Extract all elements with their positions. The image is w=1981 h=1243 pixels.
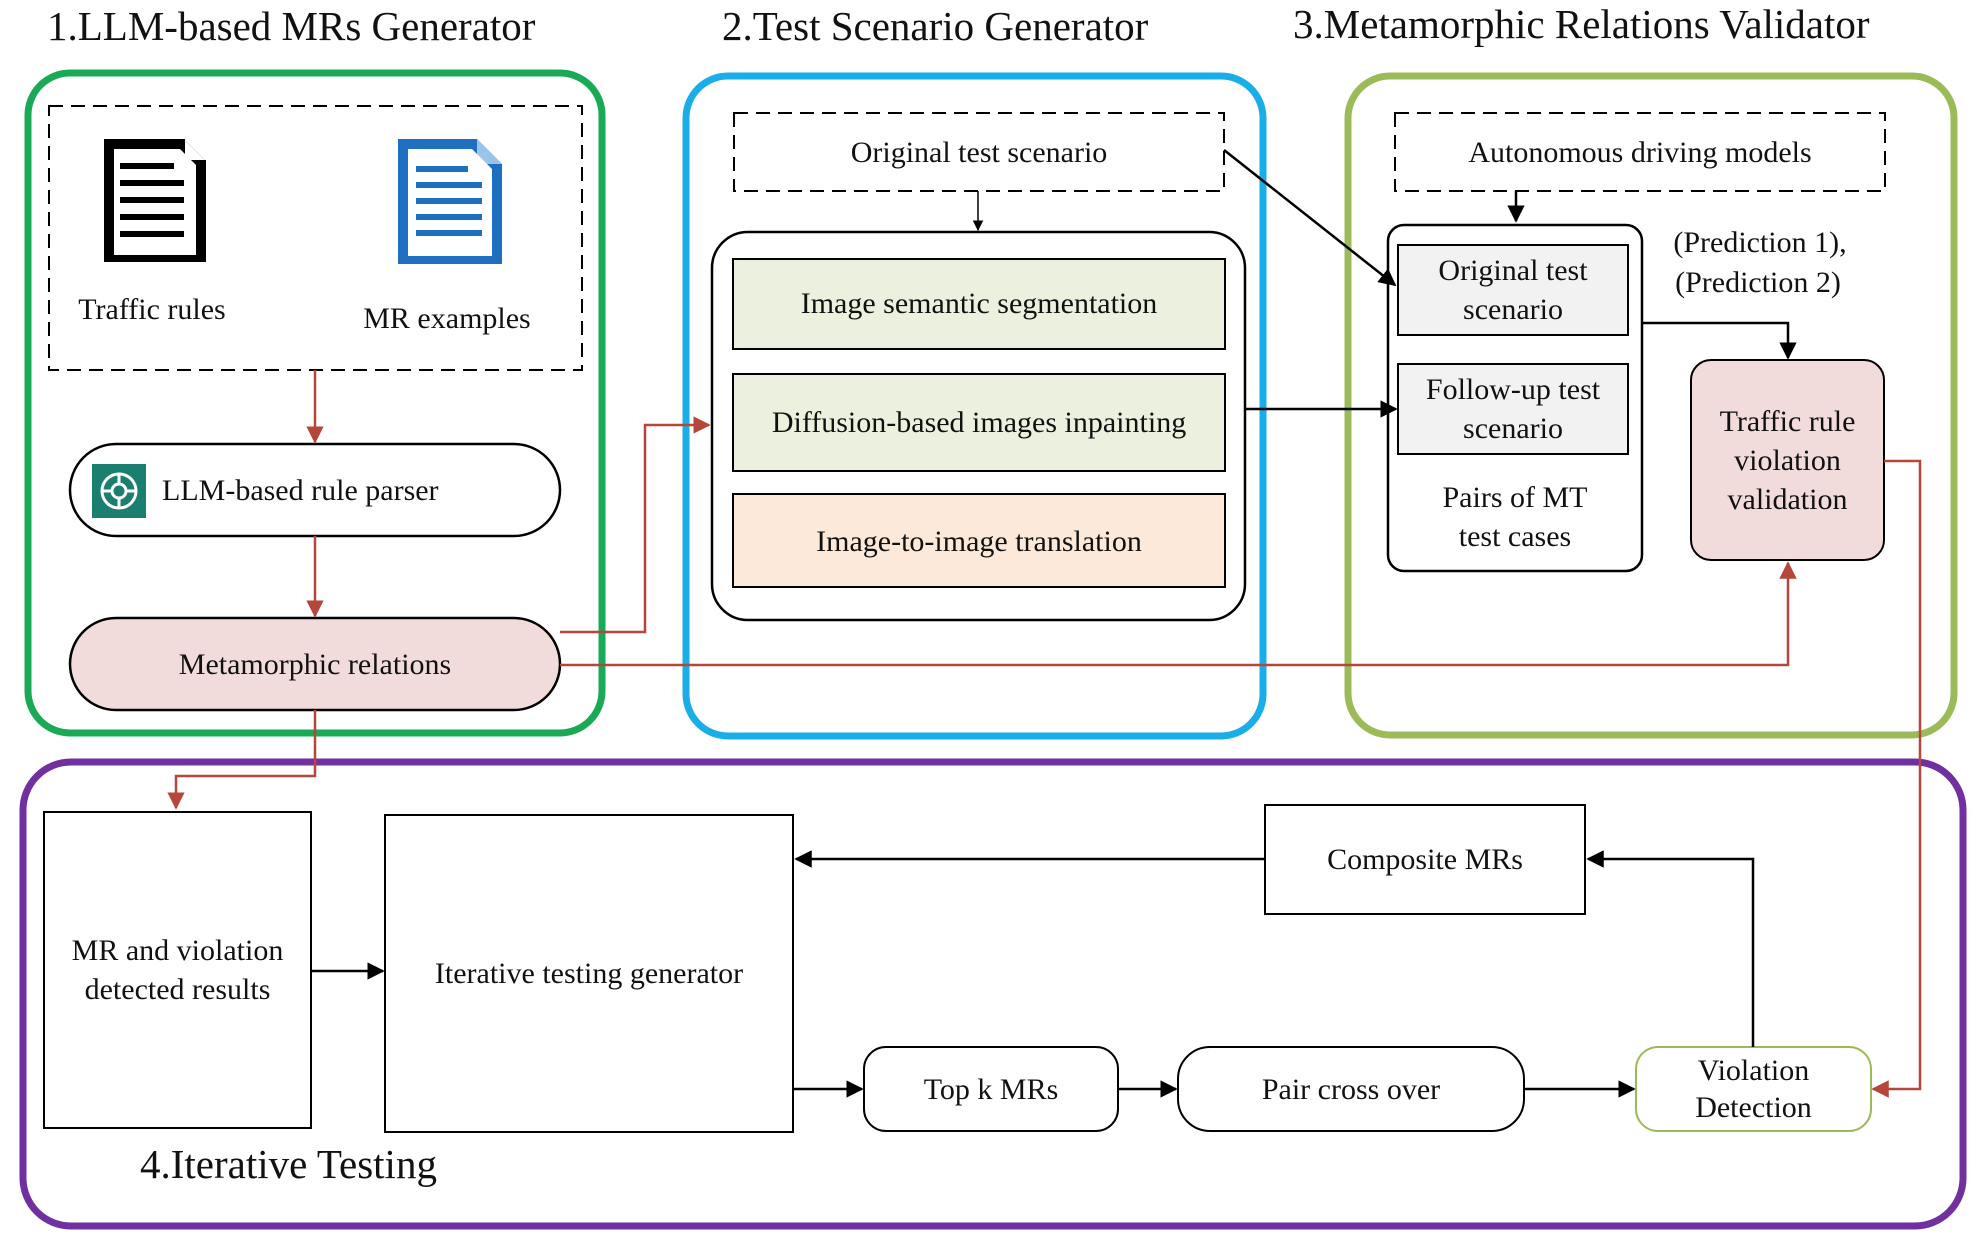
iterative-generator-box	[384, 814, 794, 1133]
original-case-label: Original test scenario	[1438, 254, 1588, 326]
original-scenario-label: Original test scenario	[851, 136, 1108, 169]
section-3-frame	[1344, 72, 1958, 739]
followup-case-box	[1397, 363, 1629, 455]
prediction-1-label: (Prediction 1),	[1673, 226, 1846, 259]
translation-box	[732, 493, 1226, 588]
results-box	[43, 811, 312, 1129]
results-label: MR and violation detected results	[71, 934, 284, 1006]
topk-label: Top k MRs	[924, 1073, 1059, 1106]
arrow-mrs-to-inpainting	[560, 416, 711, 634]
section-1-title: 1.LLM-based MRs Generator	[47, 3, 536, 49]
original-scenario-box	[733, 112, 1225, 192]
section-4-frame	[19, 758, 1967, 1230]
inpainting-label: Diffusion-based images inpainting	[772, 406, 1186, 439]
section-2-title: 2.Test Scenario Generator	[722, 3, 1149, 49]
arrow-validation-to-detection	[1871, 459, 1922, 1098]
document-icon	[104, 139, 206, 262]
arrow-original-to-case	[1223, 149, 1397, 287]
segmentation-label: Image semantic segmentation	[801, 287, 1158, 320]
ai-brain-icon	[92, 464, 146, 518]
translation-label: Image-to-image translation	[816, 525, 1142, 558]
arrow-pairs-to-validation	[1642, 321, 1797, 360]
followup-case-label: Follow-up test scenario	[1425, 373, 1601, 445]
violation-validation-label: Traffic rule violation validation	[1719, 404, 1856, 516]
crossover-label: Pair cross over	[1262, 1073, 1440, 1106]
original-case-box	[1397, 244, 1629, 336]
mr-examples-label: MR examples	[363, 302, 530, 335]
arrow-detection-to-composite	[1586, 850, 1755, 1047]
section-2-frame	[682, 72, 1267, 740]
rule-parser-label: LLM-based rule parser	[162, 474, 439, 507]
violation-detection-label: Violation Detection	[1695, 1053, 1812, 1125]
arrow-mrs-to-validation	[560, 561, 1797, 667]
metamorphic-relations-label: Metamorphic relations	[179, 648, 451, 681]
section-4-title: 4.Iterative Testing	[140, 1141, 437, 1187]
ad-models-label: Autonomous driving models	[1468, 136, 1811, 169]
composite-mrs-box	[1264, 804, 1586, 915]
ad-models-box	[1394, 112, 1886, 192]
document-icon	[398, 139, 502, 264]
composite-mrs-label: Composite MRs	[1327, 843, 1523, 876]
prediction-2-label: (Prediction 2)	[1675, 266, 1841, 299]
traffic-rules-label: Traffic rules	[78, 293, 225, 326]
mt-pairs-label: Pairs of MT test cases	[1442, 481, 1588, 553]
section-3-title: 3.Metamorphic Relations Validator	[1293, 1, 1870, 47]
inpainting-box	[732, 373, 1226, 472]
arrow-mrs-to-results	[167, 710, 317, 810]
iterative-generator-label: Iterative testing generator	[435, 957, 743, 990]
segmentation-box	[732, 258, 1226, 350]
